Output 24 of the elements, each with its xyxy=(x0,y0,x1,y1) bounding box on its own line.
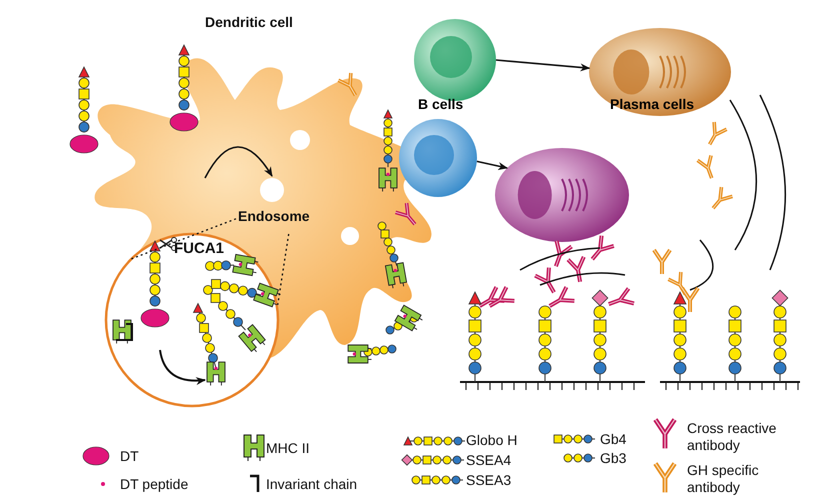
cell-type-label: B cells xyxy=(418,96,464,112)
legend-label: Cross reactive antibody xyxy=(687,420,778,454)
plasma-cell xyxy=(494,147,630,243)
legend-label: Invariant chain xyxy=(266,476,358,493)
arrow xyxy=(204,146,273,178)
organelle-label: Endosome xyxy=(238,208,310,224)
legend-label: SSEA4 xyxy=(466,452,512,469)
legend-label: DT xyxy=(120,448,139,465)
plasma-cell xyxy=(588,27,732,117)
legend-label: Globo H xyxy=(466,432,518,449)
cell-label: Dendritic cell xyxy=(205,14,293,30)
b-cell xyxy=(398,118,478,198)
arrow xyxy=(496,59,590,72)
legend-label: Gb3 xyxy=(600,450,626,467)
enzyme-label: FUCA1 xyxy=(174,240,224,257)
legend-label: DT peptide xyxy=(120,476,188,493)
legend-label: MHC II xyxy=(266,440,310,457)
leader-line xyxy=(129,218,236,260)
cell-type-label: Plasma cells xyxy=(610,96,694,112)
legend-label: GH specific antibody xyxy=(687,462,760,496)
arrow xyxy=(476,160,508,170)
leader-line xyxy=(277,234,290,305)
legend-label: SSEA3 xyxy=(466,472,512,489)
legend-label: Gb4 xyxy=(600,431,626,448)
